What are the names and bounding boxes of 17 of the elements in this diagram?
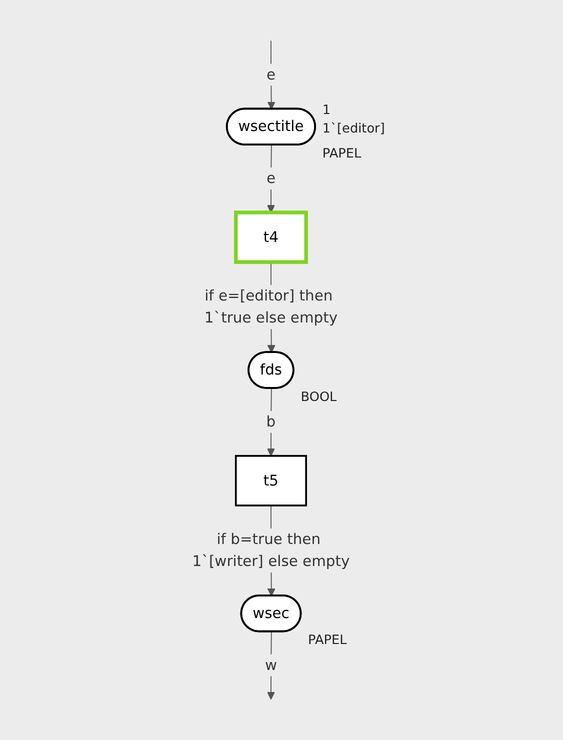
place-annotation: PAPEL bbox=[322, 146, 361, 162]
arrow bbox=[266, 144, 275, 213]
edge-label: if b=true then 1`[writer] else empty bbox=[192, 530, 350, 570]
place-annotation: PAPEL bbox=[308, 633, 346, 648]
arrow bbox=[266, 388, 275, 456]
place-annotation: 1 bbox=[322, 103, 330, 118]
arrow bbox=[266, 40, 275, 110]
place-annotation: 1`[editor] bbox=[322, 122, 384, 137]
place-annotation: BOOL bbox=[300, 390, 336, 405]
edge-label: if e=[editor] then 1`true else empty bbox=[204, 286, 338, 326]
node-box: t5 bbox=[234, 454, 307, 506]
edge-label: b bbox=[266, 412, 276, 430]
edge-label: e bbox=[266, 169, 276, 187]
edge-label: w bbox=[264, 656, 276, 674]
node-box: t4 bbox=[234, 210, 308, 264]
edge-label: e bbox=[266, 66, 276, 83]
arrow bbox=[266, 631, 275, 700]
